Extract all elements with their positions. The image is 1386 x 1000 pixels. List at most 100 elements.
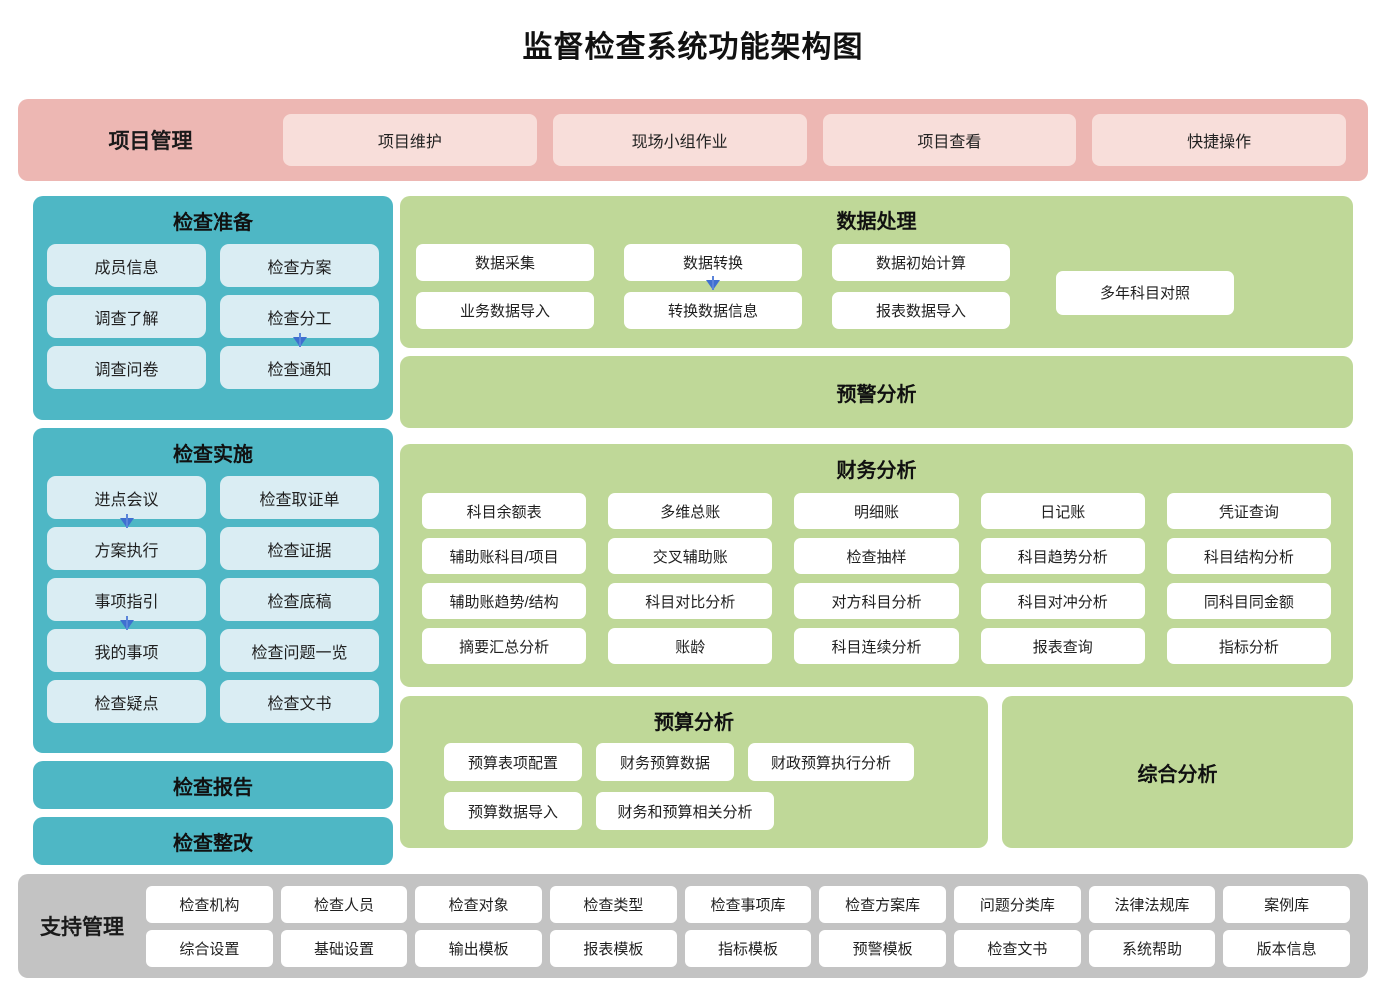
project-management-item[interactable]: 快捷操作 xyxy=(1092,114,1346,166)
inspection-prepare-item[interactable]: 检查方案 xyxy=(220,244,379,287)
item-label: 检查类型 xyxy=(583,896,644,914)
inspection-prepare-item[interactable]: 调查问卷 xyxy=(47,346,206,389)
financial-analysis-item[interactable]: 凭证查询 xyxy=(1166,493,1331,529)
inspection-execute-item[interactable]: 检查取证单 xyxy=(220,476,379,519)
financial-analysis-item[interactable]: 多维总账 xyxy=(608,493,773,529)
budget-analysis-rows: 预算表项配置 财务预算数据 财政预算执行分析 预算数据导入 财务和预算相关分析 xyxy=(400,735,988,830)
financial-analysis-item[interactable]: 明细账 xyxy=(794,493,959,529)
inspection-execute-item[interactable]: 检查证据 xyxy=(220,527,379,570)
support-management-item[interactable]: 法律法规库 xyxy=(1088,885,1216,923)
support-management-item[interactable]: 版本信息 xyxy=(1223,929,1350,967)
financial-analysis-item[interactable]: 科目余额表 xyxy=(422,493,587,529)
item-label: 科目余额表 xyxy=(466,503,542,521)
item-label: 科目连续分析 xyxy=(831,638,922,656)
inspection-execute-item[interactable]: 方案执行 xyxy=(47,527,206,570)
financial-analysis-item[interactable]: 指标分析 xyxy=(1166,628,1331,664)
support-management-band: 支持管理 检查机构 检查人员 检查对象 检查类型 检查事项库 检查方案库 问题分… xyxy=(18,874,1368,978)
project-management-item[interactable]: 项目维护 xyxy=(283,114,537,166)
item-label: 检查通知 xyxy=(267,361,332,379)
support-management-item[interactable]: 问题分类库 xyxy=(953,885,1081,923)
budget-analysis-item[interactable]: 财政预算执行分析 xyxy=(748,743,914,781)
item-label: 多维总账 xyxy=(660,503,721,521)
data-processing-item[interactable]: 数据采集 xyxy=(416,244,594,281)
financial-analysis-item[interactable]: 同科目同金额 xyxy=(1166,583,1331,619)
item-label: 综合设置 xyxy=(179,940,240,958)
item-label: 检查取证单 xyxy=(259,491,340,509)
support-management-item[interactable]: 报表模板 xyxy=(549,929,677,967)
data-processing-item[interactable]: 转换数据信息 xyxy=(624,292,802,329)
project-management-item[interactable]: 项目查看 xyxy=(822,114,1077,166)
project-management-item[interactable]: 现场小组作业 xyxy=(552,114,807,166)
inspection-prepare-item[interactable]: 成员信息 xyxy=(47,244,206,287)
budget-analysis-item[interactable]: 财务和预算相关分析 xyxy=(596,792,774,830)
inspection-execute-item[interactable]: 检查底稿 xyxy=(220,578,379,621)
data-processing-item[interactable]: 业务数据导入 xyxy=(416,292,594,329)
support-management-item[interactable]: 输出模板 xyxy=(415,929,542,967)
item-label: 预算表项配置 xyxy=(467,754,558,772)
support-management-item[interactable]: 预警模板 xyxy=(819,929,946,967)
inspection-prepare-item[interactable]: 检查分工 xyxy=(220,295,379,347)
support-management-item[interactable]: 案例库 xyxy=(1223,885,1350,923)
support-management-item[interactable]: 综合设置 xyxy=(146,929,273,967)
financial-analysis-item[interactable]: 账龄 xyxy=(608,628,773,664)
warning-analysis-title: 预警分析 xyxy=(836,383,917,406)
inspection-execute-item[interactable]: 我的事项 xyxy=(47,629,206,672)
budget-analysis-row: 预算表项配置 财务预算数据 财政预算执行分析 xyxy=(444,743,988,781)
financial-analysis-item[interactable]: 交叉辅助账 xyxy=(608,538,773,574)
budget-analysis-item[interactable]: 预算表项配置 xyxy=(444,743,582,781)
item-label: 检查抽样 xyxy=(846,548,907,566)
financial-analysis-item[interactable]: 报表查询 xyxy=(980,628,1145,664)
support-management-item[interactable]: 检查对象 xyxy=(415,885,542,923)
inspection-execute-item[interactable]: 检查问题一览 xyxy=(220,629,379,672)
data-processing-column: 数据采集 业务数据导入 xyxy=(416,244,594,329)
financial-analysis-item[interactable]: 科目对比分析 xyxy=(608,583,773,619)
financial-analysis-item[interactable]: 科目趋势分析 xyxy=(980,538,1145,574)
support-management-item[interactable]: 检查类型 xyxy=(549,885,677,923)
budget-analysis-title: 预算分析 xyxy=(654,712,734,734)
budget-analysis-item[interactable]: 财务预算数据 xyxy=(596,743,734,781)
inspection-report-section[interactable]: 检查报告 xyxy=(33,761,393,809)
support-management-item[interactable]: 检查事项库 xyxy=(684,885,812,923)
financial-analysis-section: 财务分析 科目余额表 多维总账 明细账 日记账 凭证查询 辅助账科目/项目 交叉… xyxy=(400,444,1353,687)
support-management-item[interactable]: 指标模板 xyxy=(684,929,812,967)
arrow-down-icon xyxy=(706,276,720,290)
item-label: 对方科目分析 xyxy=(831,593,922,611)
inspection-prepare-item[interactable]: 检查通知 xyxy=(220,346,379,389)
inspection-execute-item[interactable]: 事项指引 xyxy=(47,578,206,630)
financial-analysis-item[interactable]: 科目连续分析 xyxy=(794,628,959,664)
inspection-execute-item[interactable]: 检查疑点 xyxy=(47,680,206,723)
support-management-item[interactable]: 基础设置 xyxy=(280,929,408,967)
financial-analysis-item[interactable]: 对方科目分析 xyxy=(794,583,959,619)
support-management-item[interactable]: 系统帮助 xyxy=(1088,929,1216,967)
budget-analysis-row: 预算数据导入 财务和预算相关分析 xyxy=(444,792,988,830)
inspection-rectify-section[interactable]: 检查整改 xyxy=(33,817,393,865)
item-label: 报表查询 xyxy=(1032,638,1093,656)
inspection-execute-item[interactable]: 进点会议 xyxy=(47,476,206,528)
item-label: 指标模板 xyxy=(717,940,778,958)
support-management-item[interactable]: 检查机构 xyxy=(146,885,273,923)
financial-analysis-item[interactable]: 摘要汇总分析 xyxy=(422,628,587,664)
inspection-prepare-item[interactable]: 调查了解 xyxy=(47,295,206,338)
financial-analysis-item[interactable]: 辅助账科目/项目 xyxy=(422,538,587,574)
item-label: 法律法规库 xyxy=(1114,896,1190,914)
financial-analysis-item[interactable]: 检查抽样 xyxy=(794,538,959,574)
item-label: 交叉辅助账 xyxy=(652,548,728,566)
arrow-down-icon xyxy=(119,514,134,528)
financial-analysis-item[interactable]: 辅助账趋势/结构 xyxy=(422,583,587,619)
financial-analysis-item[interactable]: 科目对冲分析 xyxy=(980,583,1145,619)
data-processing-wide-item[interactable]: 多年科目对照 xyxy=(1056,270,1234,315)
budget-analysis-item[interactable]: 预算数据导入 xyxy=(444,792,582,830)
financial-analysis-item[interactable]: 科目结构分析 xyxy=(1166,538,1331,574)
inspection-execute-item[interactable]: 检查文书 xyxy=(220,680,379,723)
data-processing-item[interactable]: 报表数据导入 xyxy=(832,292,1010,329)
data-processing-item[interactable]: 数据转换 xyxy=(624,244,802,290)
financial-analysis-item[interactable]: 日记账 xyxy=(980,493,1145,529)
warning-analysis-section[interactable]: 预警分析 xyxy=(400,356,1353,428)
data-processing-item[interactable]: 数据初始计算 xyxy=(832,244,1010,281)
support-management-item[interactable]: 检查人员 xyxy=(280,885,408,923)
data-processing-title: 数据处理 xyxy=(836,211,917,233)
comprehensive-analysis-section[interactable]: 综合分析 xyxy=(1002,696,1353,848)
item-label: 检查人员 xyxy=(313,896,374,914)
support-management-item[interactable]: 检查方案库 xyxy=(819,885,946,923)
support-management-item[interactable]: 检查文书 xyxy=(953,929,1081,967)
